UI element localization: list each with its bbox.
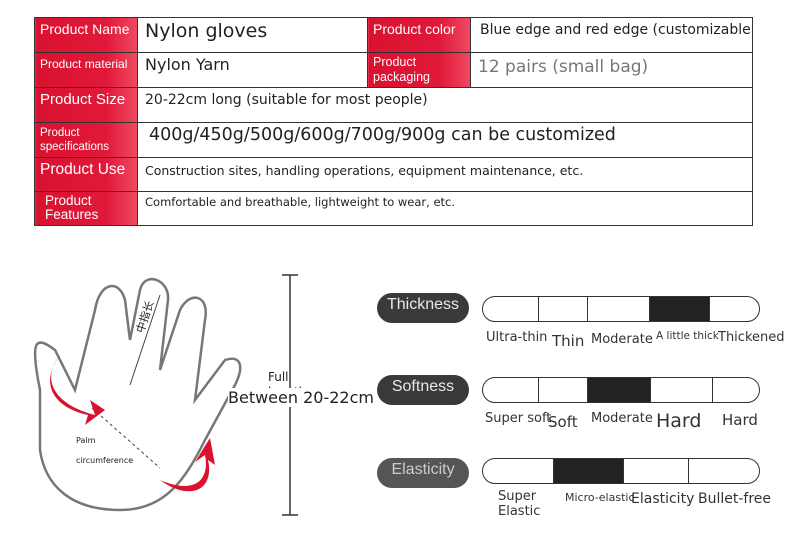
- label-product-size: Product Size: [40, 91, 126, 108]
- value-cell: 400g/450g/500g/600g/700g/900g can be cus…: [137, 122, 753, 158]
- between-label: Between 20-22cm: [228, 388, 374, 407]
- value-cell: Nylon gloves: [137, 17, 368, 53]
- softness-bar: [482, 377, 760, 403]
- thickness-seg: [709, 297, 759, 321]
- elasticity-tick: Super Elastic: [498, 489, 541, 519]
- value-product-color: Blue edge and red edge (customizable): [480, 22, 753, 38]
- value-product-size: 20-22cm long (suitable for most people): [145, 92, 428, 108]
- label-product-name: Product Name: [40, 21, 130, 37]
- softness-seg-selected: [587, 378, 651, 402]
- label-cell: Product Name: [34, 17, 138, 53]
- label-cell: Product specifications: [34, 122, 138, 158]
- label-cell: Product material: [34, 52, 138, 88]
- value-cell: Blue edge and red edge (customizable): [470, 17, 753, 53]
- elasticity-tick: Micro-elastic: [565, 491, 635, 504]
- value-product-use: Construction sites, handling operations,…: [145, 163, 584, 178]
- thickness-seg: [587, 297, 650, 321]
- label-product-material: Product material: [40, 57, 128, 71]
- table-row: Product Name Nylon gloves Product color …: [34, 17, 753, 53]
- value-product-specifications: 400g/450g/500g/600g/700g/900g can be cus…: [149, 125, 616, 145]
- value-cell: Construction sites, handling operations,…: [137, 157, 753, 192]
- elasticity-seg: [688, 459, 759, 483]
- circumference-label: circumference: [76, 456, 134, 465]
- thickness-pill: Thickness: [377, 293, 469, 323]
- full-length-label-1: Full: [268, 370, 289, 384]
- value-cell: Nylon Yarn: [137, 52, 368, 88]
- softness-tick: Moderate: [591, 411, 653, 426]
- value-cell: 12 pairs (small bag): [470, 52, 753, 88]
- thickness-tick: Thin: [552, 332, 585, 350]
- label-cell: Product Features: [34, 191, 138, 226]
- label-cell: Product packaging: [367, 52, 471, 88]
- table-row: Product Size 20-22cm long (suitable for …: [34, 87, 753, 123]
- elasticity-tick: Bullet-free: [698, 491, 772, 507]
- value-cell: 20-22cm long (suitable for most people): [137, 87, 753, 123]
- middle-finger-line: [129, 294, 161, 386]
- label-product-use: Product Use: [40, 161, 126, 178]
- thickness-tick: Thickened: [718, 330, 785, 345]
- value-product-name: Nylon gloves: [145, 20, 268, 42]
- label-cell: Product Size: [34, 87, 138, 123]
- spec-table: Product Name Nylon gloves Product color …: [34, 17, 753, 226]
- softness-seg: [650, 378, 713, 402]
- label-product-packaging: Product packaging: [373, 55, 430, 84]
- softness-seg: [538, 378, 588, 402]
- label-cell: Product Use: [34, 157, 138, 192]
- elasticity-tick: Elasticity: [631, 491, 695, 507]
- thickness-tick: A little thick: [656, 330, 719, 342]
- table-row: Product material Nylon Yarn Product pack…: [34, 52, 753, 88]
- value-product-features: Comfortable and breathable, lightweight …: [145, 195, 456, 209]
- red-arrow-right: [160, 438, 215, 492]
- softness-tick: Soft: [548, 413, 578, 431]
- thickness-bar: [482, 296, 760, 322]
- label-product-features: Product Features: [45, 193, 99, 222]
- softness-seg: [712, 378, 759, 402]
- softness-tick: Super soft: [485, 411, 552, 426]
- value-cell: Comfortable and breathable, lightweight …: [137, 191, 753, 226]
- softness-tick: Hard: [656, 410, 702, 432]
- elasticity-seg-selected: [553, 459, 624, 483]
- thickness-tick: Moderate: [591, 332, 653, 347]
- value-product-packaging: 12 pairs (small bag): [478, 57, 649, 77]
- softness-tick: Hard: [722, 411, 758, 429]
- table-row: Product Features Comfortable and breatha…: [34, 191, 753, 226]
- softness-pill: Softness: [377, 375, 469, 405]
- elasticity-pill: Elasticity: [377, 458, 469, 488]
- thickness-tick: Ultra-thin: [486, 330, 548, 345]
- label-cell: Product color: [367, 17, 471, 53]
- palm-label: Palm: [76, 436, 96, 445]
- red-arrow-left: [50, 355, 105, 425]
- elasticity-seg: [483, 459, 553, 483]
- table-row: Product specifications 400g/450g/500g/60…: [34, 122, 753, 158]
- thickness-seg-selected: [649, 297, 710, 321]
- elasticity-seg: [623, 459, 689, 483]
- thickness-seg: [538, 297, 588, 321]
- label-product-color: Product color: [373, 21, 456, 37]
- hand-outline: [33, 278, 242, 512]
- elasticity-bar: [482, 458, 760, 484]
- value-product-material: Nylon Yarn: [145, 55, 230, 74]
- size-diagram: 中指长 Palm circumference Full length Betwe…: [0, 240, 790, 550]
- table-row: Product Use Construction sites, handling…: [34, 157, 753, 192]
- label-product-specifications: Product specifications: [40, 127, 110, 153]
